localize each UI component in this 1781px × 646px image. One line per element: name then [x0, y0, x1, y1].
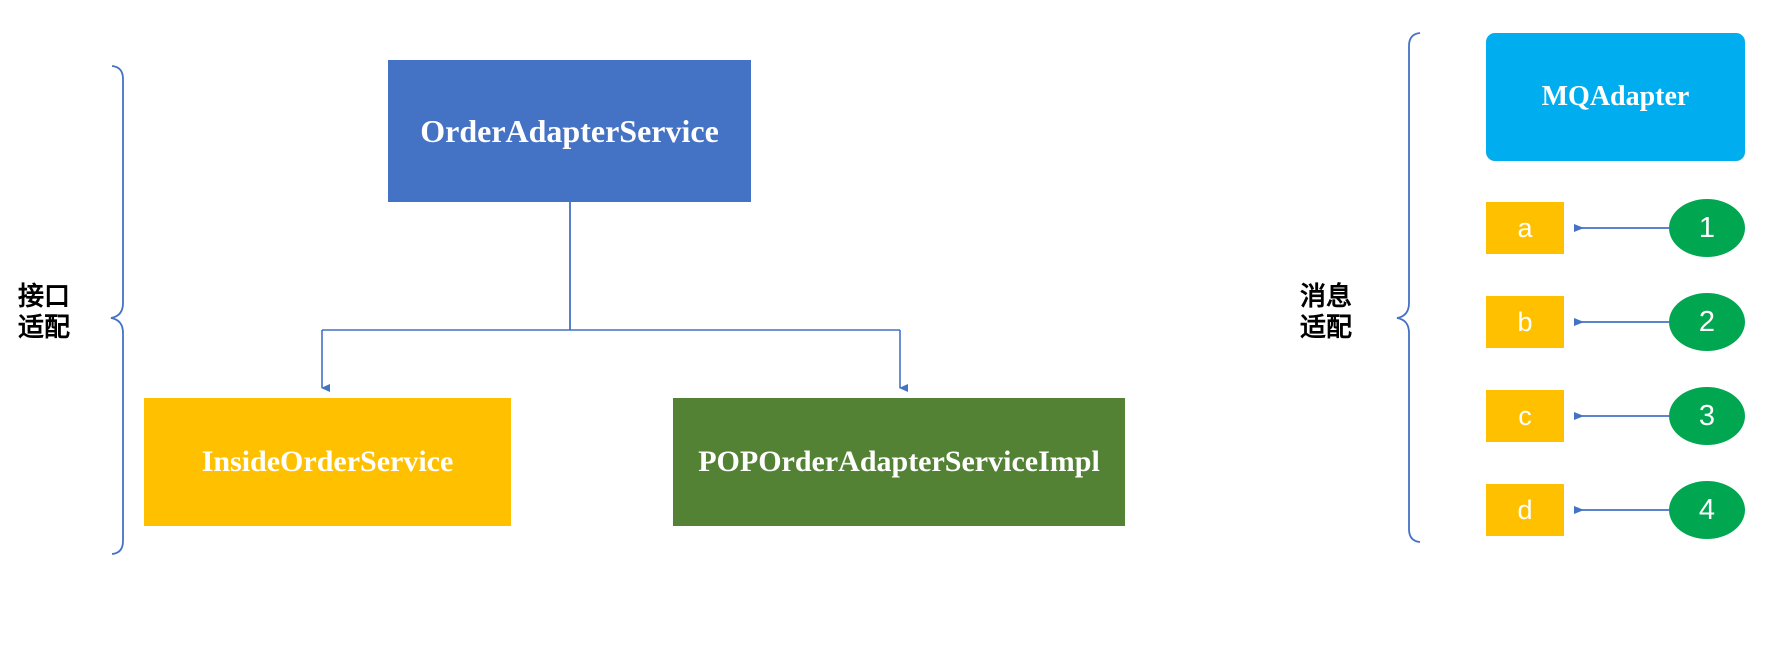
node-pop-order-adapter-service-impl[interactable]: POPOrderAdapterServiceImpl: [673, 398, 1125, 526]
message-box-d[interactable]: d: [1486, 484, 1564, 536]
message-arrows: [1574, 224, 1669, 514]
bracket-label-message-adaptation: 消息 适配: [1300, 282, 1353, 343]
message-box-a[interactable]: a: [1486, 202, 1564, 254]
node-order-adapter-service[interactable]: OrderAdapterService: [388, 60, 751, 202]
message-number-3[interactable]: 3: [1669, 387, 1745, 445]
tree-connector: [321, 202, 908, 392]
node-mq-adapter[interactable]: MQAdapter: [1486, 33, 1745, 161]
message-number-2[interactable]: 2: [1669, 293, 1745, 351]
right-bracket: [1396, 32, 1421, 543]
bracket-label-interface-adaptation: 接口 适配: [18, 282, 71, 343]
node-inside-order-service[interactable]: InsideOrderService: [144, 398, 511, 526]
left-bracket: [110, 65, 124, 555]
message-number-4[interactable]: 4: [1669, 481, 1745, 539]
message-box-b[interactable]: b: [1486, 296, 1564, 348]
message-number-1[interactable]: 1: [1669, 199, 1745, 257]
message-box-c[interactable]: c: [1486, 390, 1564, 442]
